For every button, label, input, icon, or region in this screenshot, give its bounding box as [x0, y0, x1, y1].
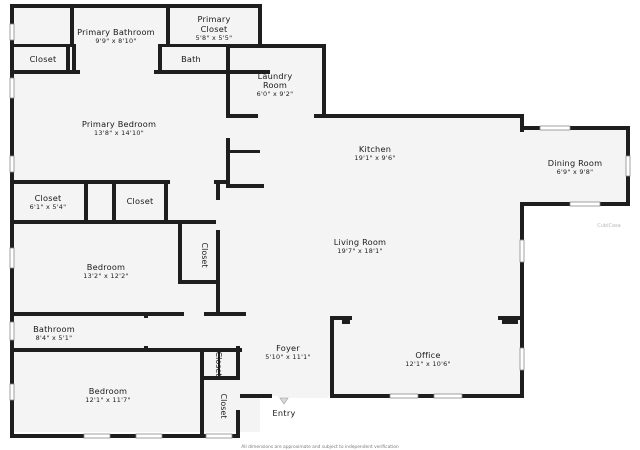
room-primary-closet-dims: 5'8" x 5'5" [196, 34, 233, 42]
room-laundry-name-1: Laundry [258, 71, 293, 81]
windows [9, 23, 631, 439]
room-foyer-name: Foyer [276, 343, 300, 353]
walls [10, 4, 630, 438]
room-primary-bathroom-dims: 9'9" x 8'10" [95, 37, 136, 45]
room-closet-b-name: Closet [127, 196, 154, 206]
room-bathroom-dims: 8'4" x 5'1" [36, 334, 73, 342]
room-labels: Primary Bathroom 9'9" x 8'10" Primary Cl… [30, 14, 603, 419]
door-openings [76, 44, 498, 410]
room-primary-bedroom-dims: 13'8" x 14'10" [94, 129, 144, 137]
room-closet-a-dims: 6'1" x 5'4" [30, 203, 67, 211]
room-living-name: Living Room [334, 237, 386, 247]
room-primary-closet-name-1: Primary [197, 14, 230, 24]
room-closet-a-name: Closet [35, 193, 62, 203]
room-foyer-dims: 5'10" x 11'1" [265, 353, 311, 361]
watermark: CubiCasa [597, 223, 620, 229]
room-closet-vert-mid-name: Closet [200, 243, 209, 268]
room-closet-top-name: Closet [30, 54, 57, 64]
footer-disclaimer: All dimensions are approximate and subje… [241, 444, 399, 450]
floor-fill [12, 6, 628, 432]
room-dining-name: Dining Room [548, 158, 603, 168]
entry-label: Entry [272, 408, 295, 418]
room-bathroom-name: Bathroom [33, 324, 75, 334]
room-closet-vert-small-name: Closet [214, 352, 223, 377]
room-bedroom-bottom-dims: 12'1" x 11'7" [85, 396, 131, 404]
room-office-name: Office [415, 350, 440, 360]
room-bedroom-bottom-name: Bedroom [89, 386, 127, 396]
room-living-dims: 19'7" x 18'1" [337, 247, 383, 255]
room-laundry-dims: 6'0" x 9'2" [257, 90, 294, 98]
room-laundry-name-2: Room [263, 80, 287, 90]
room-bedroom-mid-name: Bedroom [87, 262, 125, 272]
room-kitchen-dims: 19'1" x 9'6" [354, 154, 395, 162]
room-bedroom-mid-dims: 13'2" x 12'2" [83, 272, 129, 280]
room-kitchen-name: Kitchen [359, 144, 391, 154]
room-primary-bedroom-name: Primary Bedroom [82, 119, 156, 129]
room-primary-closet-name-2: Closet [201, 24, 228, 34]
entry-arrow-icon [279, 397, 289, 405]
room-primary-bathroom-name: Primary Bathroom [77, 27, 155, 37]
room-office-dims: 12'1" x 10'6" [405, 360, 451, 368]
room-bath-top-name: Bath [181, 54, 201, 64]
room-dining-dims: 6'9" x 9'8" [557, 168, 594, 176]
room-closet-vert-bottom-name: Closet [219, 394, 228, 419]
